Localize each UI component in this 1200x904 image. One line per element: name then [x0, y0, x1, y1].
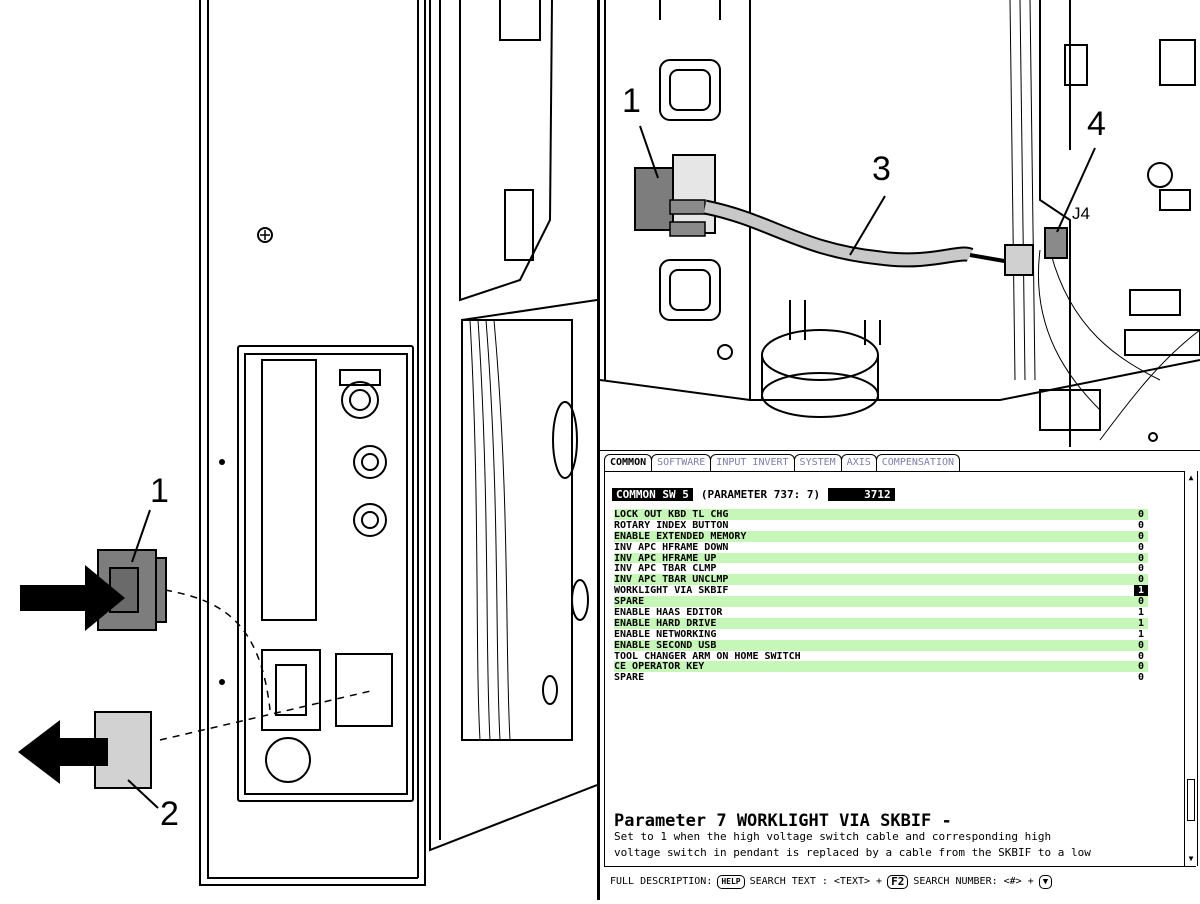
cable-drawing: [599, 0, 1200, 447]
parameter-value-cell[interactable]: 1: [1134, 585, 1148, 596]
scroll-up-icon[interactable]: ▲: [1188, 473, 1194, 482]
parameter-value-cell[interactable]: 1: [1137, 607, 1145, 619]
parameter-value-cell[interactable]: 0: [1137, 530, 1145, 542]
tab-axis[interactable]: AXIS: [840, 454, 877, 471]
tab-compensation[interactable]: COMPENSATION: [875, 454, 961, 471]
parameter-label: WORKLIGHT VIA SKBIF: [614, 585, 729, 597]
parameter-row[interactable]: LOCK OUT KBD TL CHG 0: [614, 509, 1148, 520]
parameter-value-cell[interactable]: 0: [1137, 563, 1145, 575]
parameter-label: INV APC TBAR UNCLMP: [614, 574, 729, 586]
settings-screen: COMMON SOFTWARE INPUT INVERT SYSTEM AXIS…: [600, 451, 1200, 900]
j4-label: J4: [1072, 204, 1090, 223]
parameter-label: ENABLE HARD DRIVE: [614, 617, 717, 629]
parameter-value-cell[interactable]: 0: [1137, 541, 1145, 553]
parameter-row[interactable]: INV APC TBAR UNCLMP 0: [614, 574, 1148, 585]
tab-system[interactable]: SYSTEM: [793, 454, 842, 471]
parameter-value-cell[interactable]: 0: [1137, 552, 1145, 564]
parameter-value-cell[interactable]: 0: [1137, 574, 1145, 586]
parameter-value-cell[interactable]: 0: [1137, 650, 1145, 662]
scroll-thumb[interactable]: [1187, 779, 1195, 821]
callout-3-top: 3: [872, 150, 891, 188]
parameter-row[interactable]: INV APC HFRAME UP 0: [614, 552, 1148, 564]
parameter-row[interactable]: INV APC TBAR CLMP 0: [614, 563, 1148, 575]
parameter-row[interactable]: SPARE 0: [614, 672, 1148, 683]
parameter-value-cell[interactable]: 0: [1137, 596, 1145, 608]
parameter-label: TOOL CHANGER ARM ON HOME SWITCH: [614, 650, 801, 662]
search-text-label: SEARCH TEXT : <TEXT> +: [749, 876, 883, 887]
tab-underline: [604, 471, 1184, 472]
help-bar: FULL DESCRIPTION: HELP SEARCH TEXT : <TE…: [604, 866, 1196, 896]
parameter-value-cell[interactable]: 0: [1137, 509, 1145, 520]
parameter-label: SPARE: [614, 596, 645, 608]
parameter-label: ENABLE NETWORKING: [614, 628, 717, 640]
parameter-label: INV APC HFRAME UP: [614, 552, 717, 564]
callout-1-left: 1: [150, 472, 169, 510]
parameter-label: INV APC TBAR CLMP: [614, 563, 717, 575]
parameter-value-cell[interactable]: 0: [1137, 661, 1145, 673]
cabinet-drawing: [18, 0, 598, 886]
parameter-header: COMMON SW 5 (PARAMETER 737: 7) 3712: [612, 487, 895, 501]
tab-input-invert[interactable]: INPUT INVERT: [710, 454, 795, 471]
parameter-row[interactable]: ENABLE HAAS EDITOR 1: [614, 607, 1148, 618]
tab-bar: COMMON SOFTWARE INPUT INVERT SYSTEM AXIS…: [604, 454, 961, 473]
full-description-label: FULL DESCRIPTION:: [610, 876, 713, 887]
callout-1-top: 1: [622, 82, 641, 120]
scroll-down-icon[interactable]: ▼: [1188, 854, 1194, 863]
parameter-label: ENABLE HAAS EDITOR: [614, 607, 723, 619]
parameter-row[interactable]: INV APC HFRAME DOWN 0: [614, 542, 1148, 553]
cabinet-illustration: 1 2: [0, 0, 598, 900]
parameter-row[interactable]: ENABLE HARD DRIVE 1: [614, 617, 1148, 629]
parameter-number: (PARAMETER 737: 7): [700, 487, 821, 501]
callout-4-top: 4: [1087, 105, 1106, 143]
description-line-1: Set to 1 when the high voltage switch ca…: [614, 830, 1052, 843]
parameter-label: ENABLE SECOND USB: [614, 639, 717, 651]
parameter-value-cell[interactable]: 1: [1137, 617, 1145, 629]
description-title: Parameter 7 WORKLIGHT VIA SKBIF -: [614, 811, 952, 831]
down-arrow-key-icon[interactable]: ▼: [1038, 874, 1053, 889]
parameter-label: ENABLE EXTENDED MEMORY: [614, 530, 747, 542]
parameter-value-cell[interactable]: 0: [1137, 519, 1145, 531]
parameter-row[interactable]: ENABLE SECOND USB 0: [614, 639, 1148, 651]
tab-common[interactable]: COMMON: [604, 454, 653, 471]
parameter-label: LOCK OUT KBD TL CHG: [614, 509, 729, 520]
parameter-row[interactable]: ENABLE NETWORKING 1: [614, 629, 1148, 640]
cable-illustration: 1 3 4 J4: [599, 0, 1200, 450]
parameter-label: ROTARY INDEX BUTTON: [614, 519, 729, 531]
parameter-value-cell[interactable]: 1: [1137, 628, 1145, 640]
parameter-row[interactable]: SPARE 0: [614, 596, 1148, 607]
parameter-label: CE OPERATOR KEY: [614, 661, 705, 673]
parameter-value-cell[interactable]: 0: [1137, 639, 1145, 651]
parameter-row[interactable]: TOOL CHANGER ARM ON HOME SWITCH 0: [614, 651, 1148, 662]
scrollbar[interactable]: ▲ ▼: [1184, 471, 1198, 866]
vertical-divider: [597, 0, 601, 900]
search-number-label: SEARCH NUMBER: <#> +: [913, 876, 1034, 887]
parameter-label: SPARE: [614, 672, 645, 684]
parameter-value[interactable]: 3712: [828, 487, 895, 501]
parameter-row[interactable]: ENABLE EXTENDED MEMORY 0: [614, 530, 1148, 542]
switch-name: COMMON SW 5: [612, 487, 693, 501]
description-text: Set to 1 when the high voltage switch ca…: [614, 829, 1174, 861]
parameter-label: INV APC HFRAME DOWN: [614, 541, 729, 553]
parameter-row[interactable]: CE OPERATOR KEY 0: [614, 661, 1148, 672]
f2-key[interactable]: F2: [887, 874, 909, 889]
parameter-row[interactable]: WORKLIGHT VIA SKBIF 1: [614, 585, 1148, 596]
help-key[interactable]: HELP: [717, 874, 745, 889]
callout-2-left: 2: [160, 795, 179, 833]
parameter-row[interactable]: ROTARY INDEX BUTTON 0: [614, 520, 1148, 531]
description-line-2: voltage switch in pendant is replaced by…: [614, 846, 1091, 859]
tab-software[interactable]: SOFTWARE: [651, 454, 712, 471]
parameter-value-cell[interactable]: 0: [1137, 672, 1145, 684]
